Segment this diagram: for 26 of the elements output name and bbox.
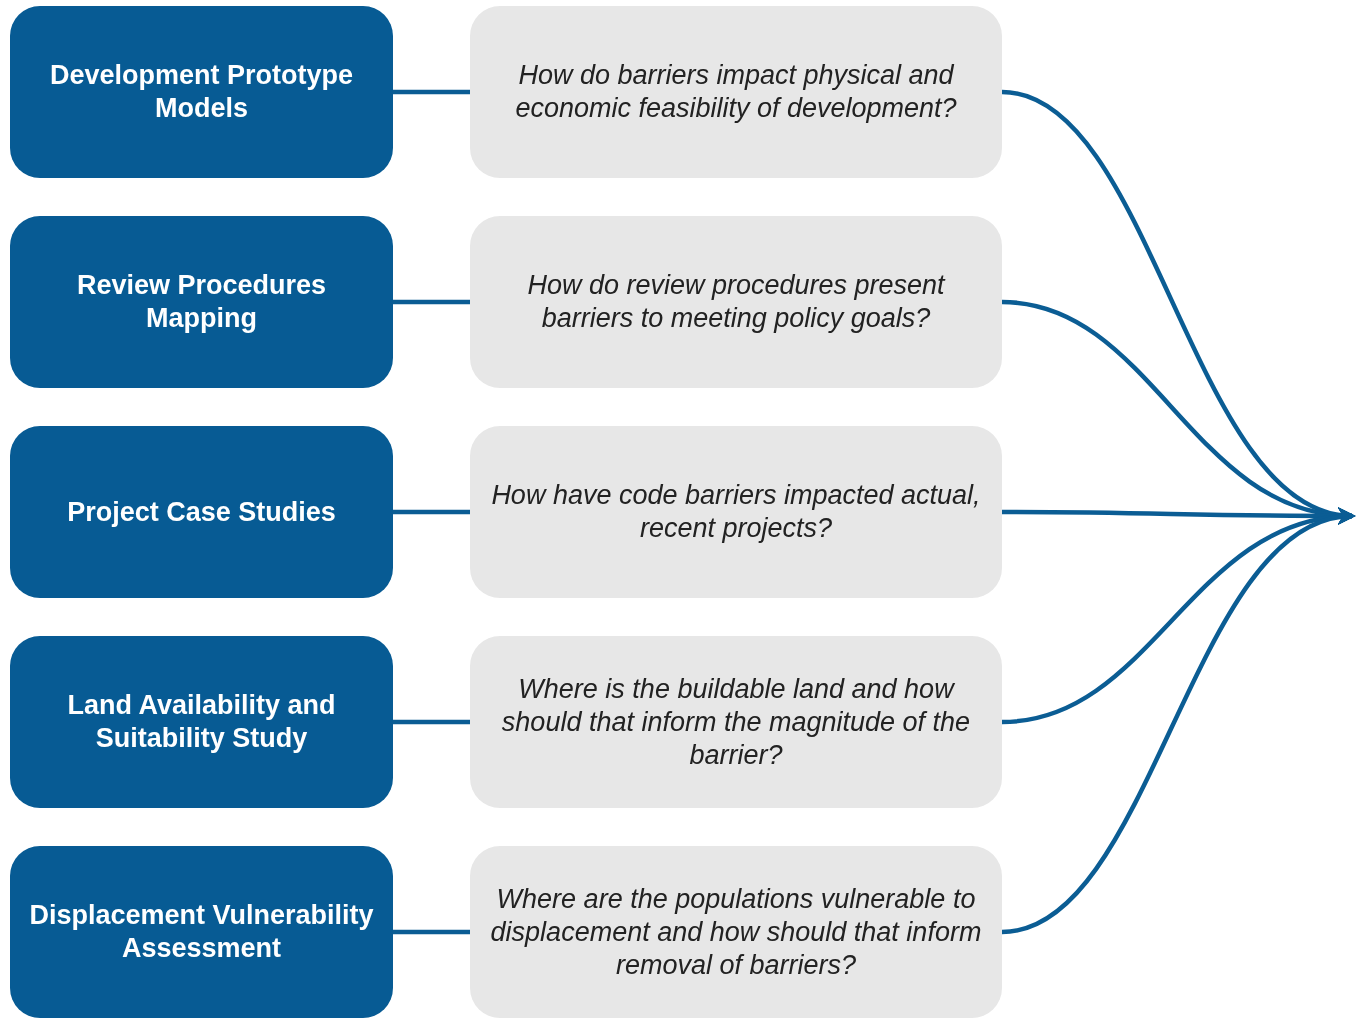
- question-text: How do review procedures present barriers to meeting policy goals?: [526, 269, 947, 335]
- question-text: How have code barriers impacted actual, recent projects?: [490, 479, 982, 545]
- method-box: [10, 426, 393, 598]
- method-label: Land Availability and Suitability Study: [66, 689, 337, 755]
- question-text: How do barriers impact physical and economic feasibility of development?: [514, 59, 958, 125]
- method-box: [10, 636, 393, 808]
- connector-line: [393, 299, 470, 305]
- arrow: [1001, 510, 1356, 935]
- question-text: Where is the buildable land and how should that inform the magnitude of the barrier?: [500, 672, 972, 772]
- connector-line: [393, 929, 470, 935]
- connector-line: [393, 509, 470, 515]
- connector-line: [393, 719, 470, 725]
- method-label: Development Prototype Models: [48, 59, 355, 125]
- question-text: Where are the populations vulnerable to displacement and how should that inform removal of barriers?: [489, 882, 983, 982]
- method-label: Displacement Vulnerability Assessment: [28, 899, 375, 965]
- question-box: [470, 6, 1002, 178]
- method-label: Review Procedures Mapping: [75, 269, 328, 335]
- question-box: [470, 846, 1002, 1018]
- question-box: [470, 426, 1002, 598]
- connector-line: [393, 89, 470, 95]
- question-box: [470, 636, 1002, 808]
- method-box: [10, 846, 393, 1018]
- question-box: [470, 216, 1002, 388]
- method-label: Project Case Studies: [67, 495, 336, 529]
- method-box: [10, 216, 393, 388]
- method-box: [10, 6, 393, 178]
